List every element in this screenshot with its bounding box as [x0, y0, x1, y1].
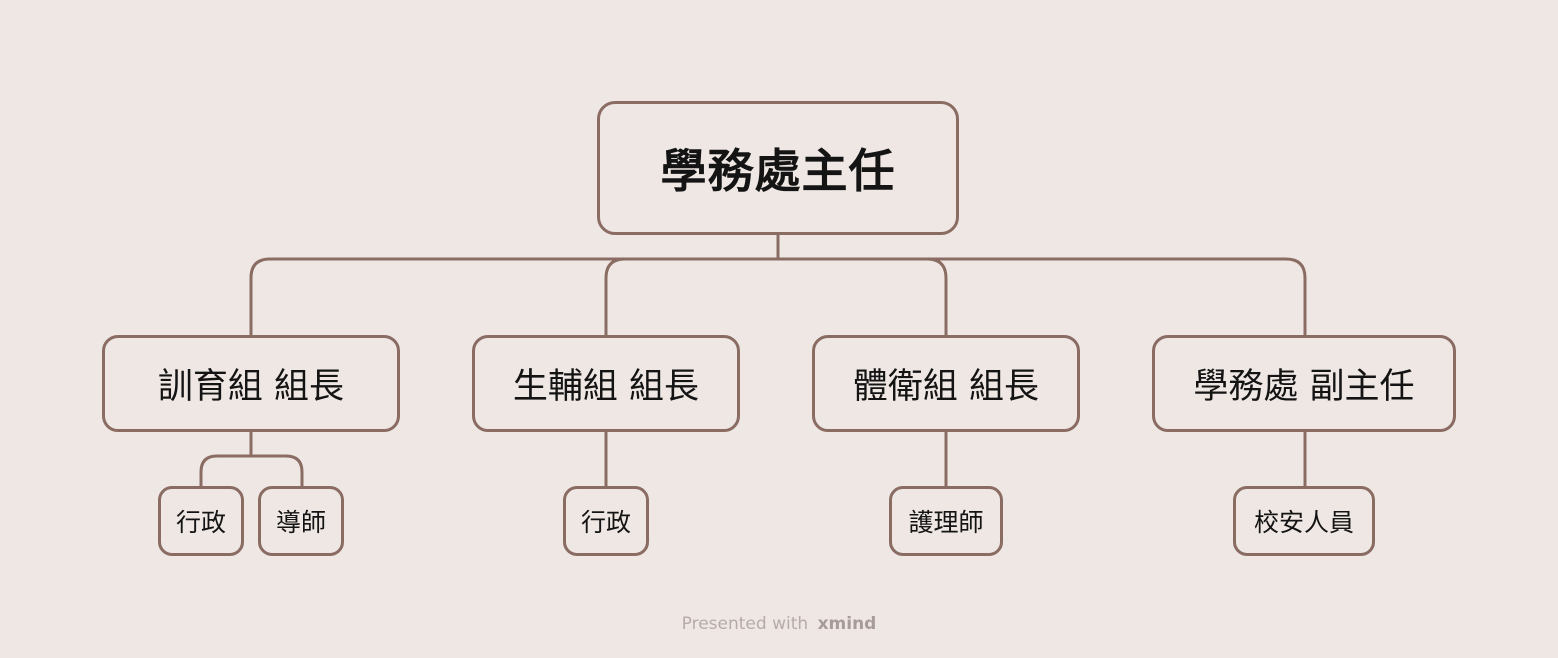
branch-node-deputy-director[interactable]: 學務處 副主任 [1152, 335, 1456, 432]
branch-node-student-guidance[interactable]: 生輔組 組長 [472, 335, 740, 432]
connector-branch-1-right [249, 454, 304, 488]
leaf-node-admin[interactable]: 行政 [563, 486, 649, 556]
leaf-node-nurse[interactable]: 護理師 [889, 486, 1003, 556]
footer-prefix: Presented with [681, 614, 809, 634]
footer-credit: Presented with xmind [0, 614, 1558, 634]
root-node[interactable]: 學務處主任 [597, 101, 959, 235]
connector-bus-left [249, 257, 780, 337]
xmind-brand: xmind [817, 614, 877, 634]
connector-branch-3 [925, 257, 948, 337]
connector-bus-right [776, 257, 1307, 337]
connector-branch-1-left [199, 454, 253, 488]
branch-node-discipline[interactable]: 訓育組 組長 [102, 335, 400, 432]
leaf-node-admin[interactable]: 行政 [158, 486, 244, 556]
leaf-node-campus-security[interactable]: 校安人員 [1233, 486, 1375, 556]
leaf-node-teacher[interactable]: 導師 [258, 486, 344, 556]
branch-node-health-pe[interactable]: 體衛組 組長 [812, 335, 1080, 432]
connector-branch-2 [604, 257, 627, 337]
